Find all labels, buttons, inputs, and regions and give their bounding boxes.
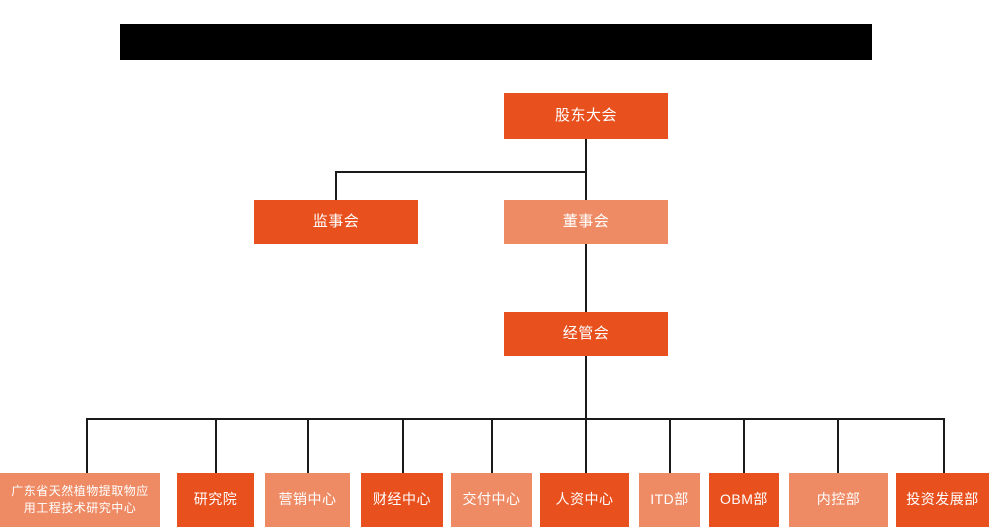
node-label: 经管会 <box>562 324 610 342</box>
connector-drop-8 <box>743 418 745 473</box>
node-guangdong-research-center[interactable]: 广东省天然植物提取物应 用工程技术研究中心 <box>0 473 160 527</box>
connector-level1-horizontal <box>335 171 587 173</box>
node-label: 营销中心 <box>278 491 337 508</box>
node-investment-development-department[interactable]: 投资发展部 <box>896 473 989 527</box>
connector-supervisors-down <box>335 171 337 201</box>
connector-drop-10 <box>943 418 945 473</box>
node-label: 董事会 <box>562 212 610 230</box>
node-obm-department[interactable]: OBM部 <box>709 473 779 527</box>
connector-shareholders-down <box>585 139 587 172</box>
node-research-institute[interactable]: 研究院 <box>177 473 254 527</box>
connector-directors-to-management <box>585 244 587 312</box>
node-label: 监事会 <box>312 212 360 230</box>
connector-level4-horizontal <box>86 418 944 420</box>
node-label: ITD部 <box>650 491 689 508</box>
node-label: OBM部 <box>720 491 768 508</box>
redacted-title-bar <box>120 24 872 60</box>
node-delivery-center[interactable]: 交付中心 <box>451 473 532 527</box>
node-board-of-supervisors[interactable]: 监事会 <box>254 200 418 244</box>
connector-management-down <box>585 356 587 419</box>
node-itd-department[interactable]: ITD部 <box>639 473 700 527</box>
node-label: 广东省天然植物提取物应 用工程技术研究中心 <box>11 483 149 515</box>
node-management-committee[interactable]: 经管会 <box>504 312 668 356</box>
node-hr-center[interactable]: 人资中心 <box>540 473 629 527</box>
node-board-of-directors[interactable]: 董事会 <box>504 200 668 244</box>
node-label: 交付中心 <box>462 491 521 508</box>
node-marketing-center[interactable]: 营销中心 <box>265 473 350 527</box>
node-finance-center[interactable]: 财经中心 <box>361 473 443 527</box>
node-shareholders-meeting[interactable]: 股东大会 <box>504 93 668 139</box>
node-label: 研究院 <box>193 491 238 508</box>
connector-drop-2 <box>215 418 217 473</box>
node-label: 财经中心 <box>373 491 431 508</box>
connector-drop-3 <box>307 418 309 473</box>
connector-drop-5 <box>491 418 493 473</box>
connector-drop-1 <box>86 418 88 473</box>
connector-drop-6 <box>585 418 587 473</box>
node-label: 投资发展部 <box>906 491 979 508</box>
node-internal-control-department[interactable]: 内控部 <box>789 473 888 527</box>
connector-drop-9 <box>837 418 839 473</box>
connector-drop-4 <box>402 418 404 473</box>
node-label: 内控部 <box>816 491 861 508</box>
node-label: 人资中心 <box>555 491 614 508</box>
node-label: 股东大会 <box>554 106 617 124</box>
connector-drop-7 <box>669 418 671 473</box>
connector-directors-down <box>585 171 587 201</box>
